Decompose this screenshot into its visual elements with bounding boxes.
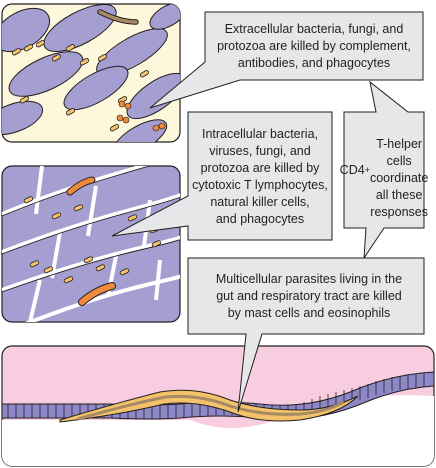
cd4-callout-text: CD4+ T-helper cells coordinate all these…	[339, 137, 429, 219]
callout-multicellular	[187, 257, 425, 413]
gut-panel	[1, 345, 435, 467]
extracellular-callout-text: Extracellular bacteria, fungi, and proto…	[217, 21, 411, 70]
callout-extracellular	[149, 11, 424, 109]
intracellular-protozoa	[66, 176, 116, 306]
multicellular-callout-text: Multicellular parasites living in the gu…	[215, 271, 403, 320]
intracellular-cell-outlines	[2, 166, 180, 293]
intracellular-callout-text: Intracellular bacteria, viruses, fungi, …	[192, 127, 328, 226]
intracellular-bacteria	[23, 196, 162, 284]
extracellular-cells	[2, 4, 180, 142]
extracellular-bacteria	[11, 40, 149, 132]
worm-body	[77, 394, 345, 421]
extracellular-panel	[1, 3, 181, 143]
callout-cd4	[343, 80, 425, 260]
extracellular-cocci	[116, 100, 166, 132]
callout-intracellular	[111, 111, 333, 241]
intracellular-panel	[1, 165, 181, 323]
